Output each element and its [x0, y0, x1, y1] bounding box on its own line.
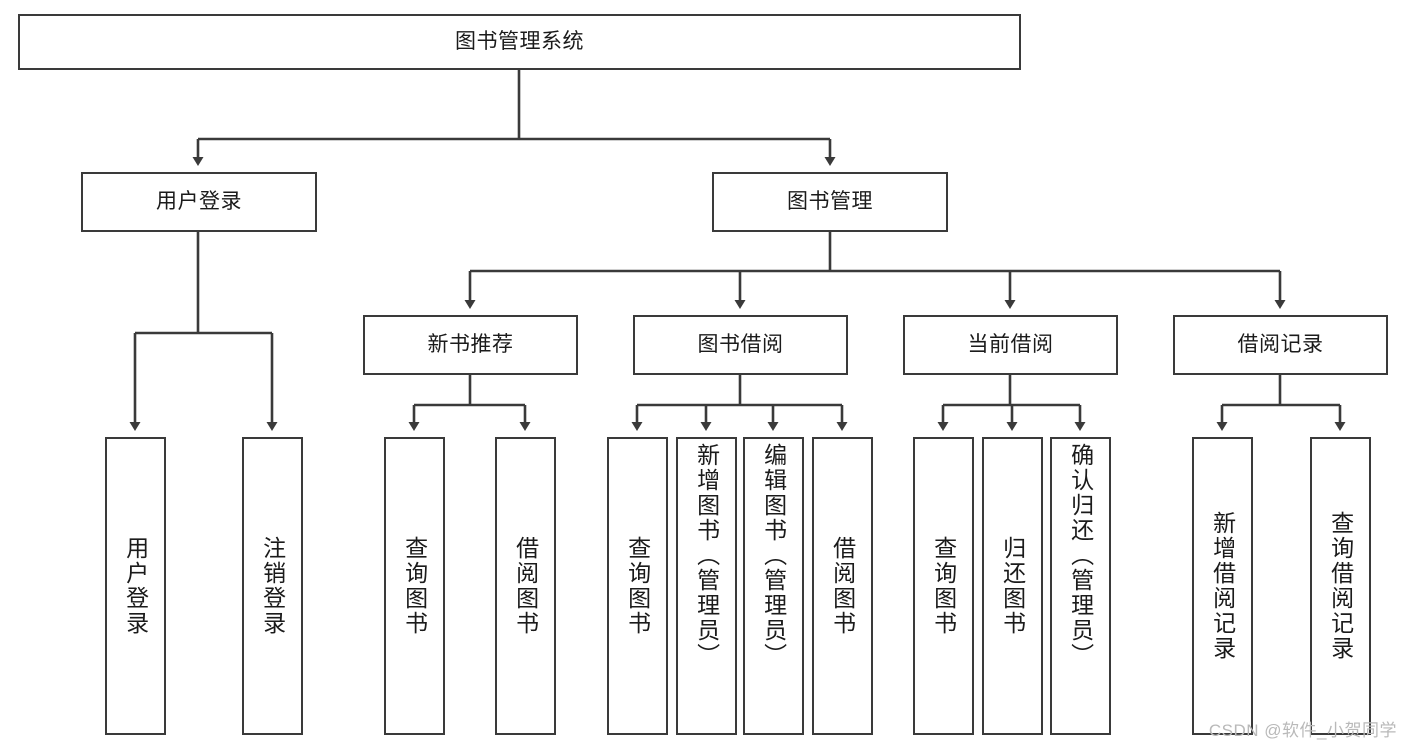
node-book-manage[interactable]: 图书管理	[712, 172, 948, 232]
node-borrow-record-label: 借阅记录	[1237, 332, 1324, 356]
leaf-edit-book-label: 编辑图书（管理员）	[760, 443, 787, 668]
leaf-confirm-return-label: 确认归还（管理员）	[1067, 443, 1094, 668]
node-root-label: 图书管理系统	[455, 29, 584, 53]
node-book-borrow-label: 图书借阅	[697, 332, 784, 356]
leaf-user-login[interactable]: 用户登录	[105, 437, 166, 735]
leaf-logout-login[interactable]: 注销登录	[242, 437, 303, 735]
leaf-query-book-3[interactable]: 查询图书	[913, 437, 974, 735]
leaf-edit-book[interactable]: 编辑图书（管理员）	[743, 437, 804, 735]
node-new-book-recommend[interactable]: 新书推荐	[363, 315, 578, 375]
leaf-logout-login-label: 注销登录	[259, 536, 286, 636]
leaf-query-book-3-label: 查询图书	[930, 536, 957, 636]
leaf-add-record-label: 新增借阅记录	[1209, 511, 1236, 661]
node-user-login[interactable]: 用户登录	[81, 172, 317, 232]
leaf-return-book[interactable]: 归还图书	[982, 437, 1043, 735]
leaf-confirm-return[interactable]: 确认归还（管理员）	[1050, 437, 1111, 735]
leaf-return-book-label: 归还图书	[999, 536, 1026, 636]
node-book-borrow[interactable]: 图书借阅	[633, 315, 848, 375]
leaf-query-record[interactable]: 查询借阅记录	[1310, 437, 1371, 735]
node-current-borrow-label: 当前借阅	[967, 332, 1054, 356]
leaf-borrow-book-1[interactable]: 借阅图书	[495, 437, 556, 735]
leaf-query-book-1-label: 查询图书	[401, 536, 428, 636]
node-root[interactable]: 图书管理系统	[18, 14, 1021, 70]
watermark-text: CSDN @软件_小贺同学	[1208, 721, 1397, 740]
leaf-add-book-label: 新增图书（管理员）	[693, 443, 720, 668]
leaf-borrow-book-2[interactable]: 借阅图书	[812, 437, 873, 735]
leaf-borrow-book-2-label: 借阅图书	[829, 536, 856, 636]
leaf-user-login-label: 用户登录	[122, 536, 149, 636]
node-new-book-recommend-label: 新书推荐	[427, 332, 514, 356]
node-borrow-record[interactable]: 借阅记录	[1173, 315, 1388, 375]
leaf-query-book-1[interactable]: 查询图书	[384, 437, 445, 735]
leaf-query-record-label: 查询借阅记录	[1327, 511, 1354, 661]
leaf-add-book[interactable]: 新增图书（管理员）	[676, 437, 737, 735]
leaf-query-book-2[interactable]: 查询图书	[607, 437, 668, 735]
node-book-manage-label: 图书管理	[787, 189, 873, 213]
leaf-add-record[interactable]: 新增借阅记录	[1192, 437, 1253, 735]
node-user-login-label: 用户登录	[156, 189, 242, 213]
leaf-borrow-book-1-label: 借阅图书	[512, 536, 539, 636]
node-current-borrow[interactable]: 当前借阅	[903, 315, 1118, 375]
leaf-query-book-2-label: 查询图书	[624, 536, 651, 636]
